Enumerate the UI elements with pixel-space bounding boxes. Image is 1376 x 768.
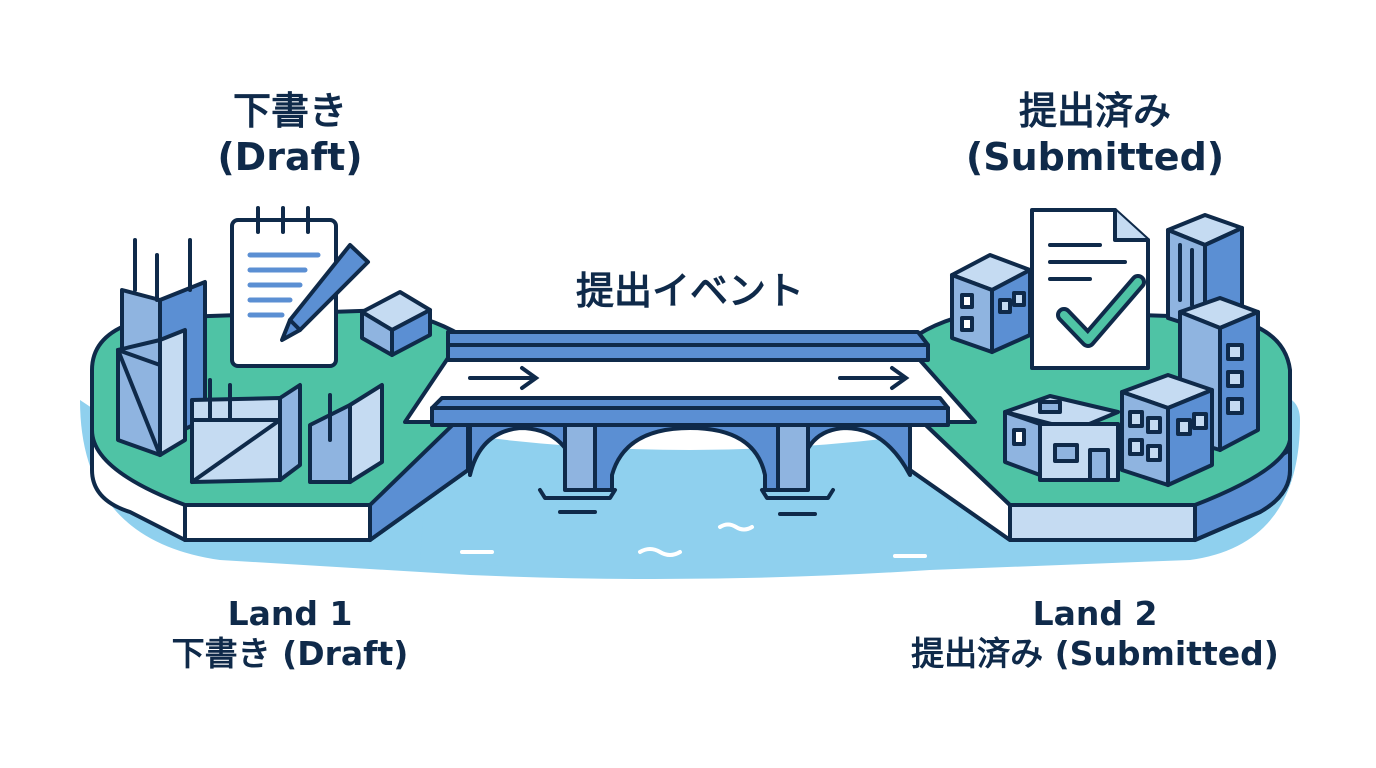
- land1-caption-line1: Land 1: [227, 594, 353, 633]
- document-check-icon: [1030, 208, 1150, 370]
- land1-caption: Land 1 下書き (Draft): [130, 594, 450, 674]
- land2-caption: Land 2 提出済み (Submitted): [880, 594, 1310, 674]
- draft-title: 下書き (Draft): [170, 88, 410, 180]
- submitted-title-en: (Submitted): [965, 135, 1225, 179]
- left-buildings: [116, 238, 432, 484]
- draft-title-en: (Draft): [217, 135, 363, 179]
- notepad-pencil-icon: [230, 206, 370, 368]
- land2-caption-line2: 提出済み (Submitted): [911, 634, 1279, 673]
- right-buildings: [950, 213, 1260, 487]
- water-ripples: [460, 522, 927, 558]
- river-water-center: [420, 430, 960, 573]
- land1-caption-line2: 下書き (Draft): [171, 634, 409, 673]
- bridge: [403, 330, 977, 516]
- draft-title-jp: 下書き: [232, 89, 347, 133]
- submitted-title-jp: 提出済み: [1018, 89, 1171, 133]
- submitted-title: 提出済み (Submitted): [950, 88, 1240, 180]
- land2-caption-line1: Land 2: [1032, 594, 1158, 633]
- bridge-label: 提出イベント: [575, 269, 804, 313]
